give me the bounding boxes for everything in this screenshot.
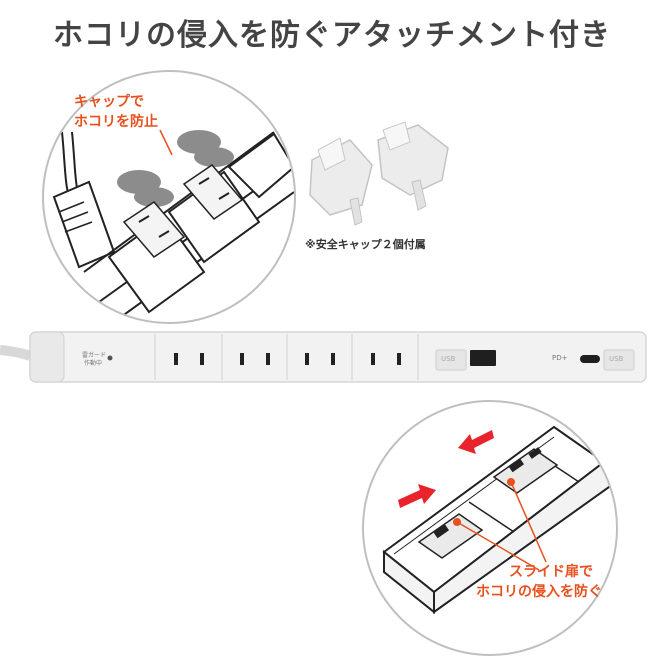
- outlet-1: [174, 353, 204, 365]
- cap-shape-1: [117, 170, 174, 207]
- slide-door-line-drawing: [382, 425, 616, 615]
- cap-line-drawing: [52, 130, 294, 322]
- cap-detail-illustration: [42, 70, 296, 324]
- cap-callout-line1: キャップで: [74, 94, 144, 110]
- cap-shape-2: [177, 130, 234, 167]
- pd-label: PD+: [552, 354, 568, 362]
- page-title: ホコリの侵入を防ぐアタッチメント付き: [53, 18, 611, 53]
- surge-label-2: 作動中: [84, 360, 103, 367]
- safety-cap-2: [377, 121, 449, 211]
- outlet-3: [305, 353, 335, 365]
- slide-door-1: [417, 513, 484, 559]
- safety-caps-note: ※安全キャップ２個付属: [305, 238, 426, 251]
- slide-door-callout: スライド扉で ホコリの侵入を防ぐ: [476, 562, 602, 602]
- slide-door-detail-illustration: [362, 400, 618, 656]
- slide-callout-line1: スライド扉で: [509, 564, 593, 580]
- surge-indicator-led: [107, 355, 113, 361]
- usb-a-port: [470, 350, 496, 366]
- usb-c-label: USB: [609, 355, 624, 363]
- usb-a-label: USB: [441, 355, 456, 363]
- safety-cap-1: [309, 137, 373, 226]
- outlet-4: [371, 353, 401, 365]
- usb-c-port: [580, 355, 600, 363]
- outlet-2: [240, 353, 270, 365]
- cap-callout-line2: ホコリを防止: [74, 114, 158, 130]
- cap-callout: キャップで ホコリを防止: [74, 92, 158, 132]
- surge-label-1: 雷ガード: [82, 352, 107, 359]
- strip-end-cap: [29, 331, 65, 383]
- slide-callout-line2: ホコリの侵入を防ぐ: [476, 584, 602, 600]
